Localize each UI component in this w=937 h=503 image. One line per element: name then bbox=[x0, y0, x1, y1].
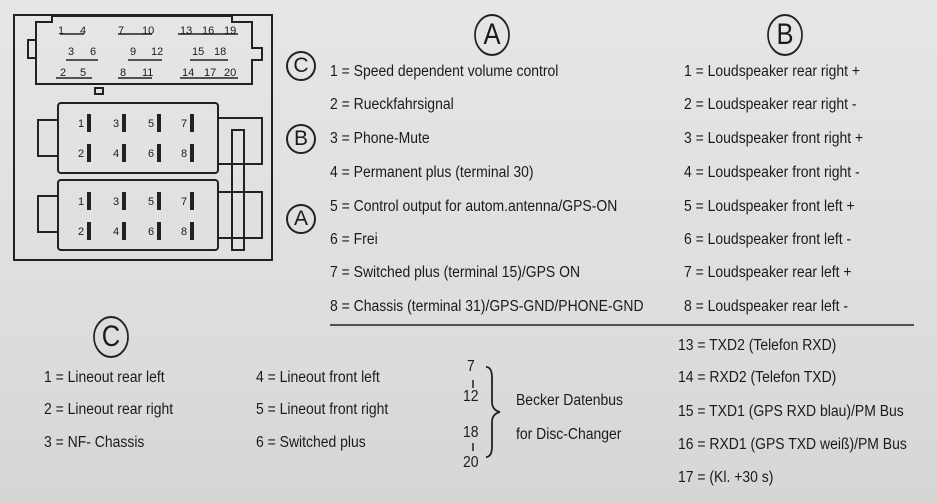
pin-label: 5 bbox=[148, 118, 155, 130]
pin-label: 7 bbox=[118, 25, 125, 37]
connector-b-side bbox=[217, 117, 263, 165]
pin-bars-a bbox=[87, 192, 194, 240]
connector-c-tab bbox=[27, 39, 36, 59]
pin-label: 3 bbox=[113, 196, 120, 208]
pin-label: 4 bbox=[113, 148, 120, 160]
datenbus-pin: 12 bbox=[463, 388, 479, 405]
section-a-item: 1 = Speed dependent volume control bbox=[330, 63, 559, 80]
pin-label: 8 bbox=[120, 67, 127, 79]
pin-label: 17 bbox=[204, 67, 217, 79]
pin-label: 3 bbox=[68, 46, 75, 58]
pin-label: 1 bbox=[78, 118, 85, 130]
connector-label-b: B bbox=[286, 124, 316, 154]
pin-label: 2 bbox=[78, 148, 85, 160]
section-a-item: 8 = Chassis (terminal 31)/GPS-GND/PHONE-… bbox=[330, 298, 644, 315]
connector-c-outline bbox=[35, 15, 263, 85]
pin-label: 6 bbox=[148, 226, 155, 238]
pin-label: 3 bbox=[113, 118, 120, 130]
section-a-item: 5 = Control output for autom.antenna/GPS… bbox=[330, 198, 618, 215]
datenbus-item: 14 = RXD2 (Telefon TXD) bbox=[678, 369, 837, 386]
section-b-item: 2 = Loudspeaker rear right - bbox=[684, 96, 857, 113]
section-c-item: 5 = Lineout front right bbox=[256, 401, 389, 418]
pin-label: 10 bbox=[142, 25, 155, 37]
pin-label: 14 bbox=[182, 67, 195, 79]
datenbus-pin: 20 bbox=[463, 454, 479, 471]
section-c-item: 1 = Lineout rear left bbox=[44, 369, 165, 386]
section-b-item: 5 = Loudspeaker front left + bbox=[684, 198, 855, 215]
pin-label: 2 bbox=[78, 226, 85, 238]
section-b-item: 1 = Loudspeaker rear right + bbox=[684, 63, 861, 80]
connector-a-side bbox=[217, 191, 263, 239]
pin-label: 9 bbox=[130, 46, 137, 58]
section-a-header: A bbox=[474, 14, 510, 56]
pin-label: 7 bbox=[181, 196, 188, 208]
pin-label: 19 bbox=[224, 25, 237, 37]
pin-label: 5 bbox=[80, 67, 87, 79]
pin-label: 4 bbox=[113, 226, 120, 238]
connector-label-c: C bbox=[286, 51, 316, 81]
connector-frame bbox=[13, 14, 273, 261]
pin-label: 13 bbox=[180, 25, 193, 37]
pin-label: 4 bbox=[80, 25, 87, 37]
pin-label: 8 bbox=[181, 226, 188, 238]
section-c-item: 2 = Lineout rear right bbox=[44, 401, 174, 418]
datenbus-item: 16 = RXD1 (GPS TXD weiß)/PM Bus bbox=[678, 436, 907, 453]
pin-label: 5 bbox=[148, 196, 155, 208]
section-b-item: 7 = Loudspeaker rear left + bbox=[684, 264, 852, 281]
pin-label: 1 bbox=[58, 25, 65, 37]
section-a-item: 7 = Switched plus (terminal 15)/GPS ON bbox=[330, 264, 581, 281]
datenbus-pin: 7 bbox=[467, 358, 475, 375]
pin-label: 2 bbox=[60, 67, 67, 79]
pin-label: 18 bbox=[214, 46, 227, 58]
connector-label-a: A bbox=[286, 204, 316, 234]
section-a-item: 2 = Rueckfahrsignal bbox=[330, 96, 454, 113]
pin-label: 8 bbox=[181, 148, 188, 160]
datenbus-item: 15 = TXD1 (GPS RXD blau)/PM Bus bbox=[678, 403, 904, 420]
section-c-item: 3 = NF- Chassis bbox=[44, 434, 145, 451]
pin-label: 11 bbox=[142, 67, 154, 79]
section-a-item: 6 = Frei bbox=[330, 231, 378, 248]
section-c-header: C bbox=[93, 316, 129, 358]
section-b-header: B bbox=[767, 14, 803, 56]
section-b-item: 3 = Loudspeaker front right + bbox=[684, 130, 864, 147]
section-a-item: 4 = Permanent plus (terminal 30) bbox=[330, 164, 534, 181]
pin-label: 20 bbox=[224, 67, 237, 79]
datenbus-label: for Disc-Changer bbox=[516, 426, 622, 443]
section-a-item: 3 = Phone-Mute bbox=[330, 130, 430, 147]
datenbus-label: Becker Datenbus bbox=[516, 392, 624, 409]
pin-label: 6 bbox=[90, 46, 97, 58]
section-b-item: 4 = Loudspeaker front right - bbox=[684, 164, 860, 181]
pin-label: 16 bbox=[202, 25, 215, 37]
datenbus-item: 17 = (Kl. +30 s) bbox=[678, 469, 774, 486]
connector-b-outline bbox=[57, 102, 219, 174]
pin-label: 12 bbox=[151, 46, 164, 58]
pin-label: 7 bbox=[181, 118, 188, 130]
pin-marks-c bbox=[56, 33, 238, 79]
connector-a-tab bbox=[37, 195, 58, 233]
connector-c-latch bbox=[94, 87, 104, 95]
connector-b-tab bbox=[37, 119, 58, 157]
pin-bars-b bbox=[87, 114, 194, 162]
pin-label: 1 bbox=[78, 196, 85, 208]
datenbus-item: 13 = TXD2 (Telefon RXD) bbox=[678, 337, 837, 354]
section-c-item: 6 = Switched plus bbox=[256, 434, 366, 451]
datenbus-pin: 18 bbox=[463, 424, 479, 441]
section-c-item: 4 = Lineout front left bbox=[256, 369, 380, 386]
pin-label: 15 bbox=[192, 46, 205, 58]
section-b-item: 6 = Loudspeaker front left - bbox=[684, 231, 852, 248]
datenbus-brace bbox=[485, 366, 501, 458]
pin-label: 6 bbox=[148, 148, 155, 160]
connector-rail bbox=[231, 129, 245, 251]
section-b-item: 8 = Loudspeaker rear left - bbox=[684, 298, 849, 315]
